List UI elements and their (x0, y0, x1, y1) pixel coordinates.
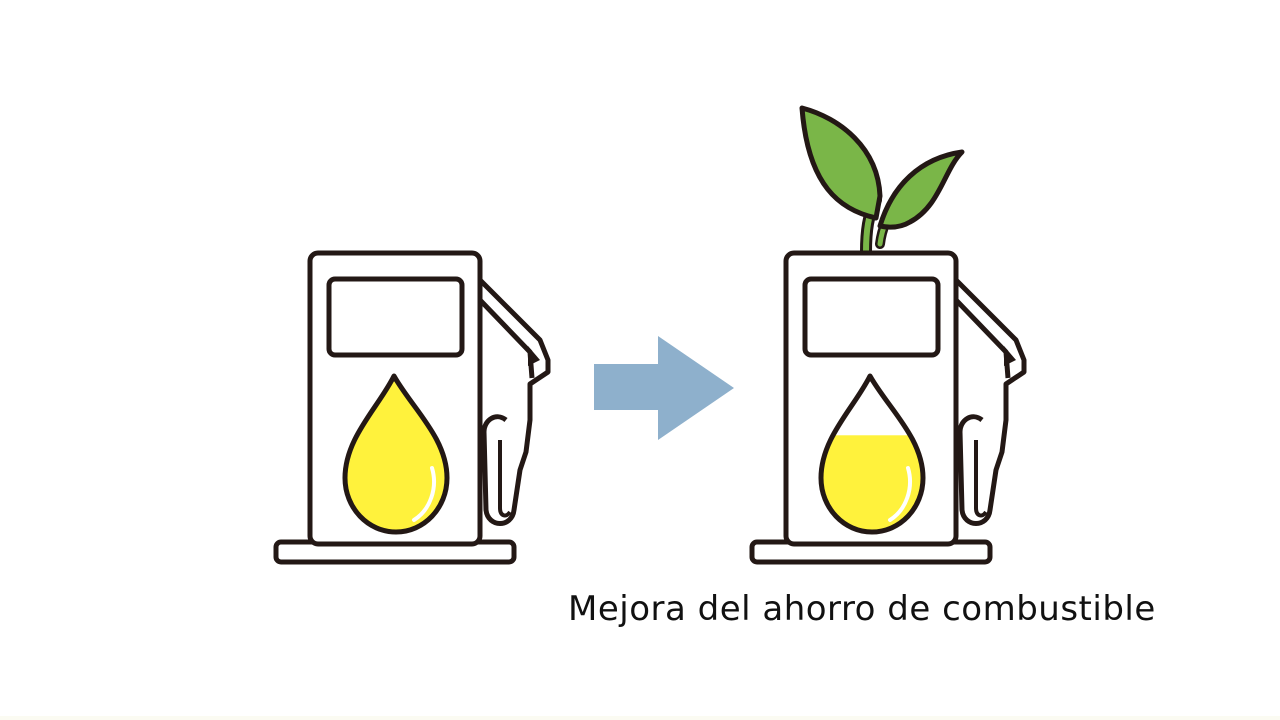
sprout-icon (799, 105, 965, 258)
fuel-drop-icon (818, 373, 926, 535)
bottom-strip (0, 716, 1280, 720)
caption: Mejora del ahorro de combustible (568, 589, 1156, 629)
arrow-right-icon (594, 336, 734, 440)
